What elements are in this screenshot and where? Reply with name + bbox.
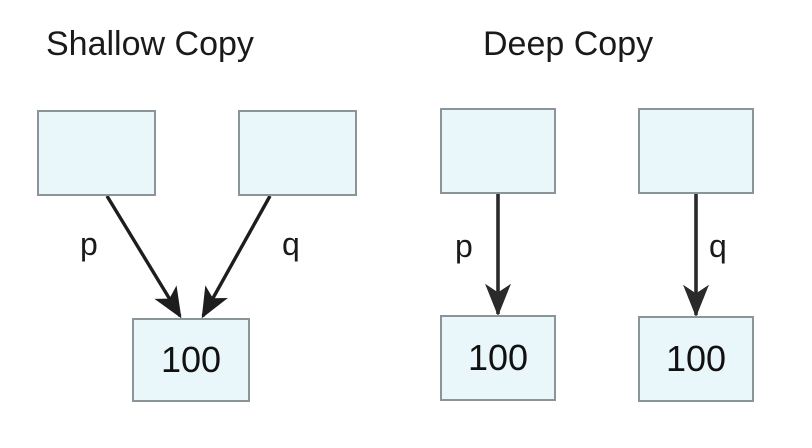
deep-pointer-box-q[interactable] xyxy=(638,108,754,194)
deep-value-box-q-text: 100 xyxy=(665,338,727,379)
shallow-edge-label-q: q xyxy=(282,226,300,262)
shallow-edge-p-arrow xyxy=(105,195,182,319)
deep-edge-label-q: q xyxy=(709,228,727,264)
shallow-pointer-box-p[interactable] xyxy=(37,110,156,196)
panel-title-shallow-copy: Shallow Copy xyxy=(46,25,254,63)
deep-value-box-q[interactable]: 100 xyxy=(638,316,754,402)
deep-pointer-box-p[interactable] xyxy=(440,108,556,194)
shallow-edge-q-arrow xyxy=(201,195,272,319)
shallow-pointer-box-q[interactable] xyxy=(238,110,357,196)
shallow-shared-value-text: 100 xyxy=(160,339,222,380)
panel-title-deep-copy: Deep Copy xyxy=(483,25,654,63)
deep-value-box-p-text: 100 xyxy=(467,337,529,378)
deep-edge-label-p: p xyxy=(455,228,473,264)
shallow-shared-value-box[interactable]: 100 xyxy=(132,318,250,402)
shallow-edge-label-p: p xyxy=(80,226,98,262)
deep-value-box-p[interactable]: 100 xyxy=(440,315,556,401)
